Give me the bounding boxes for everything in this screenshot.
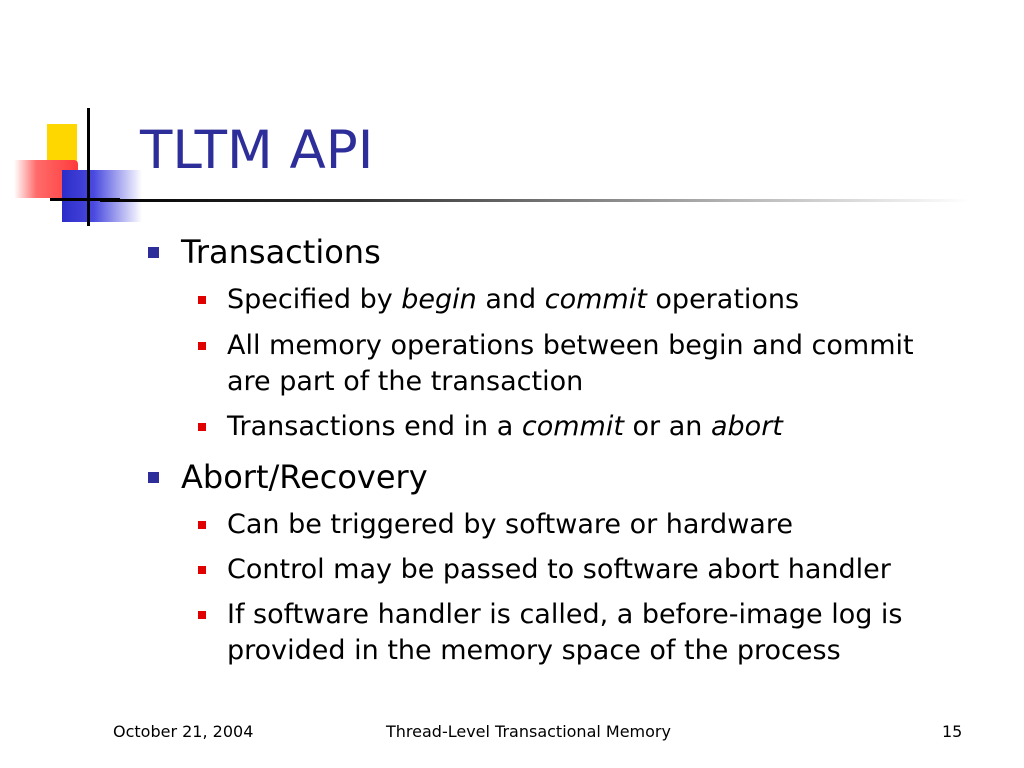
sub-bullet-end-in: Transactions end in a commit or an abort (198, 409, 1007, 445)
italic-term: abort (710, 411, 783, 442)
sub-bullet-control: Control may be passed to software abort … (198, 552, 1007, 588)
bullet-abort-recovery: Abort/Recovery (148, 458, 428, 496)
logo-horizontal-line (50, 198, 120, 201)
text-segment: and (476, 284, 545, 315)
level1-bullet-icon (148, 472, 159, 483)
bullet-text: Abort/Recovery (181, 458, 428, 496)
italic-term: commit (521, 411, 624, 442)
sub-bullet-line1: If software handler is called, a before-… (227, 599, 903, 630)
level2-bullet-icon (198, 342, 206, 350)
text-segment: Transactions end in a (227, 411, 522, 442)
sub-bullet-line2: are part of the transaction (227, 366, 584, 397)
text-segment: Specified by (227, 284, 402, 315)
sub-bullet-text: Specified by begin and commit operations (227, 282, 1007, 318)
level2-bullet-icon (198, 423, 206, 431)
italic-term: begin (401, 284, 477, 315)
logo-blue-square (62, 170, 142, 222)
footer-date: October 21, 2004 (113, 722, 254, 741)
sub-bullet-triggered: Can be triggered by software or hardware (198, 507, 1007, 543)
italic-term: commit (544, 284, 647, 315)
text-segment: or an (623, 411, 711, 442)
slide-title: TLTM API (140, 120, 374, 181)
footer-title: Thread-Level Transactional Memory (386, 722, 671, 741)
level2-bullet-icon (198, 566, 206, 574)
title-underline (100, 199, 970, 202)
bullet-transactions: Transactions (148, 233, 381, 271)
sub-bullet-specified: Specified by begin and commit operations (198, 282, 1007, 318)
bullet-text: Transactions (181, 233, 381, 271)
sub-bullet-line2: provided in the memory space of the proc… (227, 635, 841, 666)
footer-page-number: 15 (942, 722, 963, 741)
level2-bullet-icon (198, 296, 206, 304)
level1-bullet-icon (148, 247, 159, 258)
level2-bullet-icon (198, 611, 206, 619)
sub-bullet-all-memory: All memory operations between begin and … (198, 328, 1007, 400)
decorative-logo (0, 0, 160, 240)
sub-bullet-handler: If software handler is called, a before-… (198, 597, 1007, 669)
logo-vertical-line (87, 108, 90, 226)
sub-bullet-text: Transactions end in a commit or an abort (227, 409, 1007, 445)
sub-bullet-text: Can be triggered by software or hardware (227, 509, 793, 540)
sub-bullet-text: Control may be passed to software abort … (227, 554, 891, 585)
sub-bullet-line1: All memory operations between begin and … (227, 330, 914, 361)
text-segment: operations (646, 284, 800, 315)
level2-bullet-icon (198, 521, 206, 529)
